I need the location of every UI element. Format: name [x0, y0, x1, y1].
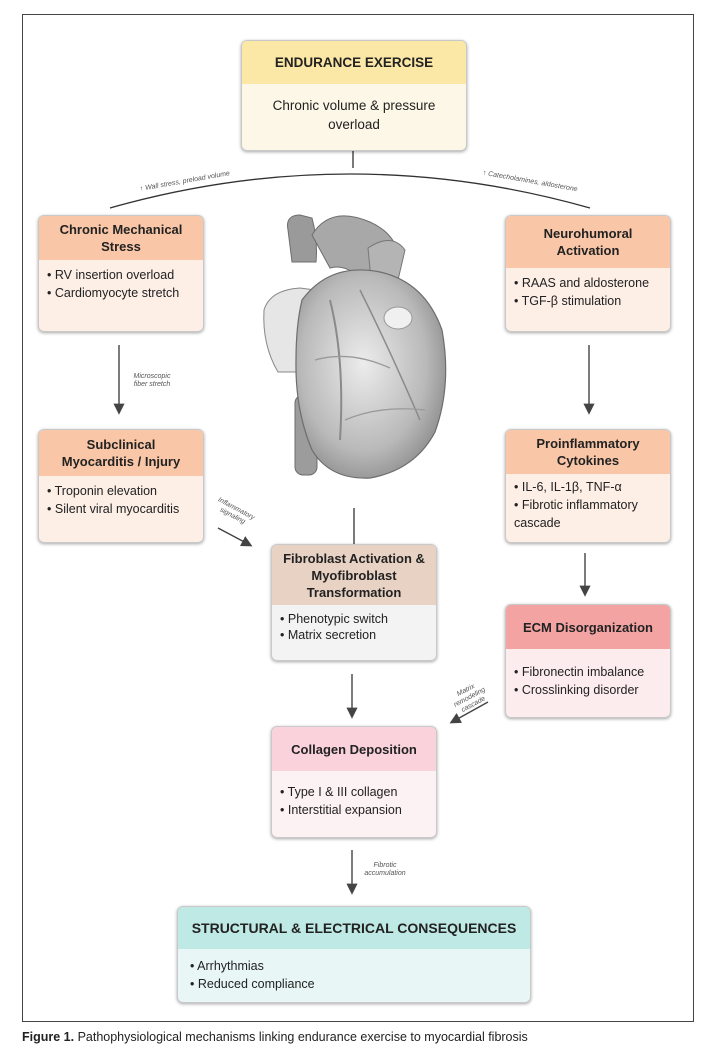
box-myocarditis-title: Subclinical Myocarditis / Injury — [39, 430, 203, 476]
list-item: • Troponin elevation — [47, 484, 158, 498]
box-cytokines-body: • IL-6, IL-1β, TNF-α • Fibrotic inflamma… — [506, 474, 670, 538]
box-ecm-body: • Fibronectin imbalance • Crosslinking d… — [506, 649, 670, 705]
box-mechanical-stress: Chronic Mechanical Stress • RV insertion… — [38, 215, 204, 332]
list-item: • Silent viral myocarditis — [47, 502, 180, 516]
box-fibroblast-body: • Phenotypic switch • Matrix secretion — [272, 605, 436, 649]
box-collagen: Collagen Deposition • Type I & III colla… — [271, 726, 437, 838]
figure-caption-text: Pathophysiological mechanisms linking en… — [74, 1030, 528, 1044]
edge-label-fibrotic: Fibrotic accumulation — [364, 862, 406, 877]
arrow-myo-to-fibro — [217, 527, 253, 547]
box-collagen-body: • Type I & III collagen • Interstitial e… — [272, 771, 436, 825]
list-item: • Crosslinking disorder — [514, 683, 639, 697]
figure-caption: Figure 1. Pathophysiological mechanisms … — [22, 1030, 528, 1044]
list-item: • TGF-β stimulation — [514, 294, 622, 308]
box-myocarditis: Subclinical Myocarditis / Injury • Tropo… — [38, 429, 204, 543]
list-item: • IL-6, IL-1β, TNF-α — [514, 480, 622, 494]
list-item: • Fibrotic inflammatory — [514, 498, 638, 512]
box-fibroblast: Fibroblast Activation & Myofibroblast Tr… — [271, 544, 437, 661]
box-neurohumoral-title: Neurohumoral Activation — [506, 216, 670, 268]
top-arc — [109, 173, 591, 209]
edge-label-microscopic: Microscopic fiber stretch — [133, 373, 171, 388]
box-neurohumoral: Neurohumoral Activation • RAAS and aldos… — [505, 215, 671, 332]
arrow-ecm-to-collagen — [449, 701, 489, 724]
list-item: • Matrix secretion — [280, 628, 377, 642]
box-endurance-exercise-title: ENDURANCE EXERCISE — [242, 41, 466, 84]
heart-illustration — [263, 214, 447, 479]
box-fibroblast-title: Fibroblast Activation & Myofibroblast Tr… — [272, 545, 436, 605]
list-item: • Reduced compliance — [190, 977, 315, 991]
box-consequences-title: STRUCTURAL & ELECTRICAL CONSEQUENCES — [178, 907, 530, 949]
list-item: • Phenotypic switch — [280, 612, 388, 626]
box-mechanical-stress-title: Chronic Mechanical Stress — [39, 216, 203, 260]
box-endurance-exercise: ENDURANCE EXERCISE Chronic volume & pres… — [241, 40, 467, 151]
box-neurohumoral-body: • RAAS and aldosterone • TGF-β stimulati… — [506, 268, 670, 316]
box-endurance-exercise-text: Chronic volume & pressure overload — [272, 98, 436, 132]
figure-caption-label: Figure 1. — [22, 1030, 75, 1044]
box-collagen-title: Collagen Deposition — [272, 727, 436, 771]
box-cytokines: Proinflammatory Cytokines • IL-6, IL-1β,… — [505, 429, 671, 543]
list-item: • Fibronectin imbalance — [514, 665, 645, 679]
box-consequences-body: • Arrhythmias • Reduced compliance — [178, 949, 530, 1001]
list-item: • Type I & III collagen — [280, 785, 398, 799]
list-item: • Cardiomyocyte stretch — [47, 286, 180, 300]
box-cytokines-title: Proinflammatory Cytokines — [506, 430, 670, 474]
box-ecm: ECM Disorganization • Fibronectin imbala… — [505, 604, 671, 718]
box-ecm-title: ECM Disorganization — [506, 605, 670, 649]
list-item: cascade — [514, 516, 561, 530]
list-item: • Interstitial expansion — [280, 803, 402, 817]
list-item: • RV insertion overload — [47, 268, 175, 282]
list-item: • RAAS and aldosterone — [514, 276, 650, 290]
list-item: • Arrhythmias — [190, 959, 264, 973]
box-myocarditis-body: • Troponin elevation • Silent viral myoc… — [39, 476, 203, 524]
box-mechanical-stress-body: • RV insertion overload • Cardiomyocyte … — [39, 260, 203, 308]
box-consequences: STRUCTURAL & ELECTRICAL CONSEQUENCES • A… — [177, 906, 531, 1003]
